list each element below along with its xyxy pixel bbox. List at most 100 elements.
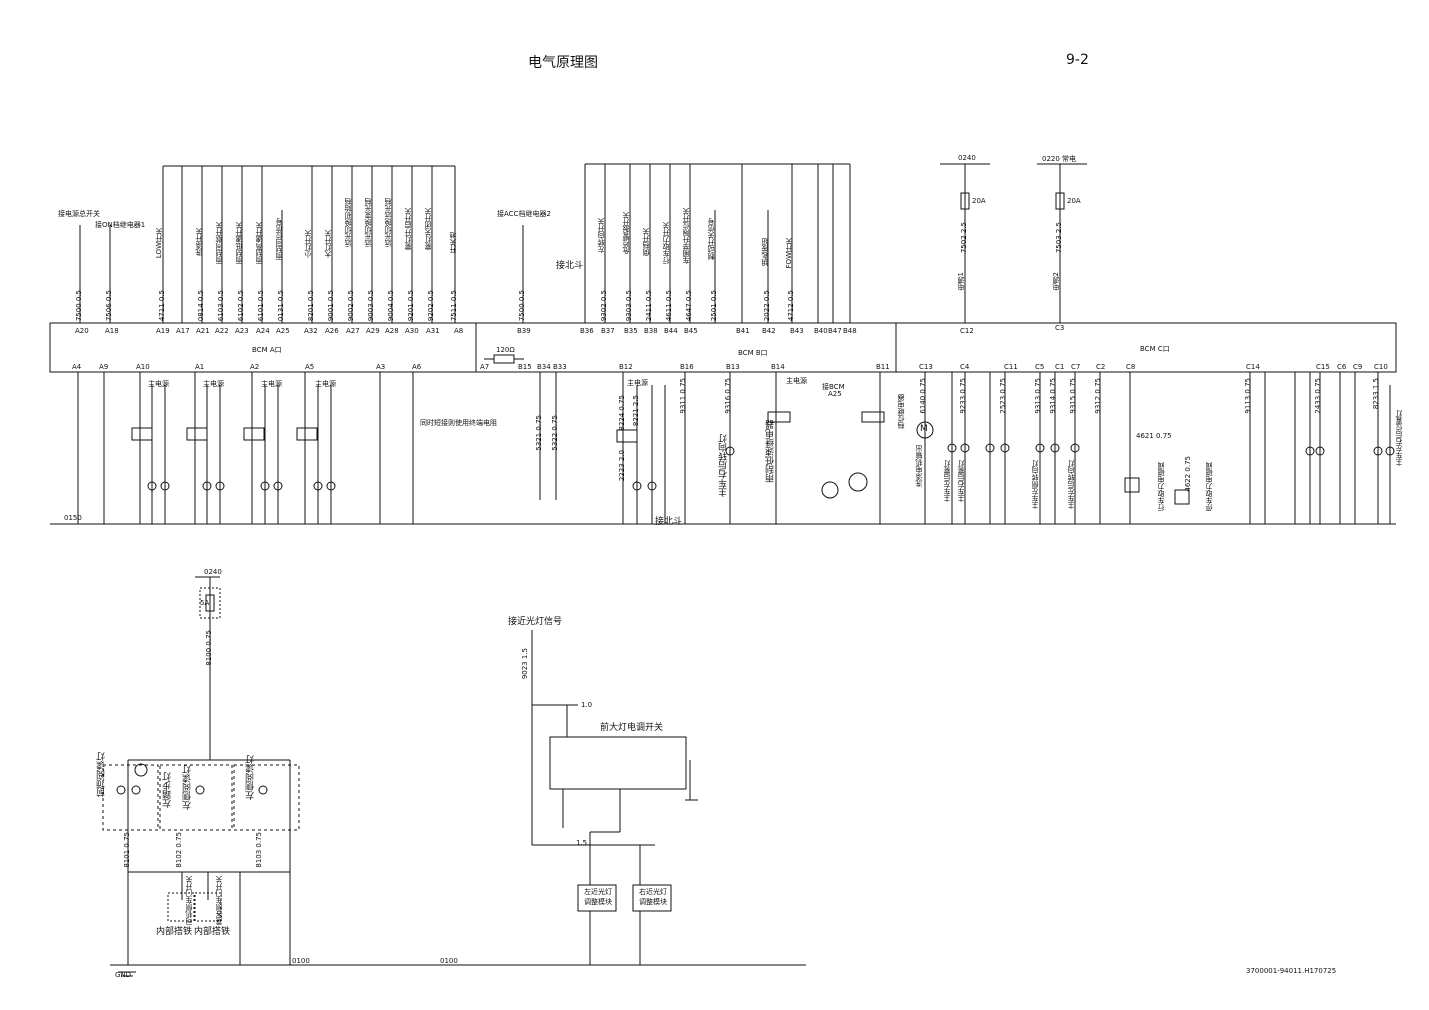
wire-code: 9004 0.5 xyxy=(387,290,395,322)
fuse-source-2: 0220 常电 xyxy=(1042,155,1077,163)
pin-a30: A30 xyxy=(405,327,419,335)
wire-code: 6140 0.75 xyxy=(919,378,927,414)
rear-turn-label: 主车左后转向灯 xyxy=(1067,460,1075,509)
wire-code: 7503 2.5 xyxy=(1055,222,1063,254)
wire-code: 7500 0.5 xyxy=(75,290,83,322)
func-label: 雨刮间歇开关 xyxy=(215,222,223,264)
wire-code: 9316 0.75 xyxy=(724,378,732,414)
rear-turn-lamp-label: 主车右后转向灯 xyxy=(719,434,729,497)
pin-lower: C6 xyxy=(1337,363,1347,371)
func-label: 开关地 xyxy=(449,232,457,253)
pin-lower: A5 xyxy=(305,363,315,371)
pin-a18: A18 xyxy=(105,327,119,335)
wire-code: 8103 0.75 xyxy=(255,832,263,868)
pin-b47: B47 xyxy=(828,327,842,335)
func-label: 电源1 xyxy=(957,272,965,291)
inner-ground-2: 内部搭铁 xyxy=(194,927,231,937)
left-low-beam-module: 左近光灯调整模块 xyxy=(584,888,612,906)
wire-code: 8201 0.5 xyxy=(307,290,315,322)
pin-lower: A4 xyxy=(72,363,82,371)
passenger-door-switch: 乘客侧车门开关 xyxy=(215,876,223,925)
pin-b45: B45 xyxy=(684,327,698,335)
label-acc-relay: 接ACC档继电器2 xyxy=(497,210,551,218)
document-code: 3700001-94011.H170725 xyxy=(1246,967,1337,975)
wire-code: 7500 0.5 xyxy=(518,290,526,322)
wire-code: 9313 0.75 xyxy=(1034,378,1042,414)
pin-a22: A22 xyxy=(215,327,229,335)
wire-code: 9113 0.75 xyxy=(1244,378,1252,414)
func-label: 倒档开关 xyxy=(642,228,650,256)
main-power-label: 主电源 xyxy=(627,379,648,387)
wire-code: 7506 0.5 xyxy=(105,290,113,322)
pin-lower: C9 xyxy=(1353,363,1363,371)
pin-lower: A3 xyxy=(376,363,386,371)
wire-code: 4611 0.5 xyxy=(665,290,673,322)
wire-code: 8100 0.75 xyxy=(205,630,213,666)
pin-lower: A7 xyxy=(480,363,490,371)
can-note: 同时短接则使用终端电阻 xyxy=(420,419,497,427)
pin-b39: B39 xyxy=(517,327,531,335)
pin-lower: C14 xyxy=(1246,363,1260,371)
bcm-link-label: 接BCM xyxy=(822,383,845,391)
right-rear-fog-label: 主车右后雾灯 xyxy=(957,460,965,502)
fuse-source-3: 0240 xyxy=(204,568,222,576)
wire-code: 8102 0.75 xyxy=(175,832,183,868)
wire-code: 8233 1.5 xyxy=(1372,378,1380,410)
wire-code: 9201 0.5 xyxy=(407,290,415,322)
wire-code: 6102 0.5 xyxy=(237,290,245,322)
pin-lower: C7 xyxy=(1071,363,1081,371)
wire-code: 9311 0.75 xyxy=(679,378,687,414)
wire-code: 8221 2.5 xyxy=(632,395,640,427)
pin-a23: A23 xyxy=(235,327,249,335)
wire-code: 5322 0.75 xyxy=(551,415,559,451)
wire-code: 6101 0.5 xyxy=(257,290,265,322)
pin-c3: C3 xyxy=(1055,324,1065,332)
pin-a25: A25 xyxy=(276,327,290,335)
pin-a28: A28 xyxy=(385,327,399,335)
left-reading-lamp-2: 左侧阅读灯 xyxy=(246,755,256,800)
gear-relay-label: 档位继电器 xyxy=(897,394,905,429)
pin-lower: B13 xyxy=(726,363,740,371)
page-number: 9-2 xyxy=(1066,52,1089,68)
func-label: FOW开关 xyxy=(785,238,793,269)
wire-code: 4712 0.5 xyxy=(787,290,795,322)
wire-code: 7511 0.5 xyxy=(450,290,458,322)
pin-lower: B34 xyxy=(537,363,551,371)
front-reading-lamp: 前顶阅读灯 xyxy=(97,752,107,797)
pin-lower: B12 xyxy=(619,363,633,371)
pin-lower: C13 xyxy=(919,363,933,371)
pin-b38: B38 xyxy=(644,327,658,335)
wire-code: 2523 0.75 xyxy=(999,378,1007,414)
pin-a24: A24 xyxy=(256,327,270,335)
wire-code: 9023 1.5 xyxy=(521,648,529,680)
wire-code: 9202 0.5 xyxy=(427,290,435,322)
wire-code: 9302 0.5 xyxy=(600,290,608,322)
pin-lower: B11 xyxy=(876,363,890,371)
bus-0100-b: 0100 xyxy=(440,957,458,965)
pin-lower: A6 xyxy=(412,363,422,371)
left-step-lamp: 左踏步灯 xyxy=(163,772,173,808)
bcm-c-box xyxy=(895,322,1397,373)
wire-code: 2022 0.5 xyxy=(763,290,771,322)
wire-code: 6103 0.5 xyxy=(217,290,225,322)
pin-b36: B36 xyxy=(580,327,594,335)
label-power-switch: 接电源总开关 xyxy=(58,210,100,218)
pin-b42: B42 xyxy=(762,327,776,335)
wire-code: 7502 2.5 xyxy=(960,222,968,254)
pto-valve-label: 行车取力电磁阀 xyxy=(1157,462,1165,511)
func-label: 远光切换初始档 xyxy=(344,198,352,247)
pin-b43: B43 xyxy=(790,327,804,335)
pin-lower: B33 xyxy=(553,363,567,371)
bus-0100-a: 0100 xyxy=(292,957,310,965)
func-label: 远光切换远光档 xyxy=(384,198,392,247)
fuse-rating-1: 20A xyxy=(972,197,986,205)
wire-code: 5321 0.75 xyxy=(535,415,543,451)
pin-b44: B44 xyxy=(664,327,678,335)
wire-code: 2223 2.0 xyxy=(618,450,626,482)
bcm-b-label: BCM B口 xyxy=(738,349,768,357)
pin-b41: B41 xyxy=(736,327,750,335)
fuse-rating-3: 5A xyxy=(200,599,210,607)
wire-code: 9233 0.75 xyxy=(959,378,967,414)
pin-b35: B35 xyxy=(624,327,638,335)
wire-code: 4647 0.5 xyxy=(685,290,693,322)
